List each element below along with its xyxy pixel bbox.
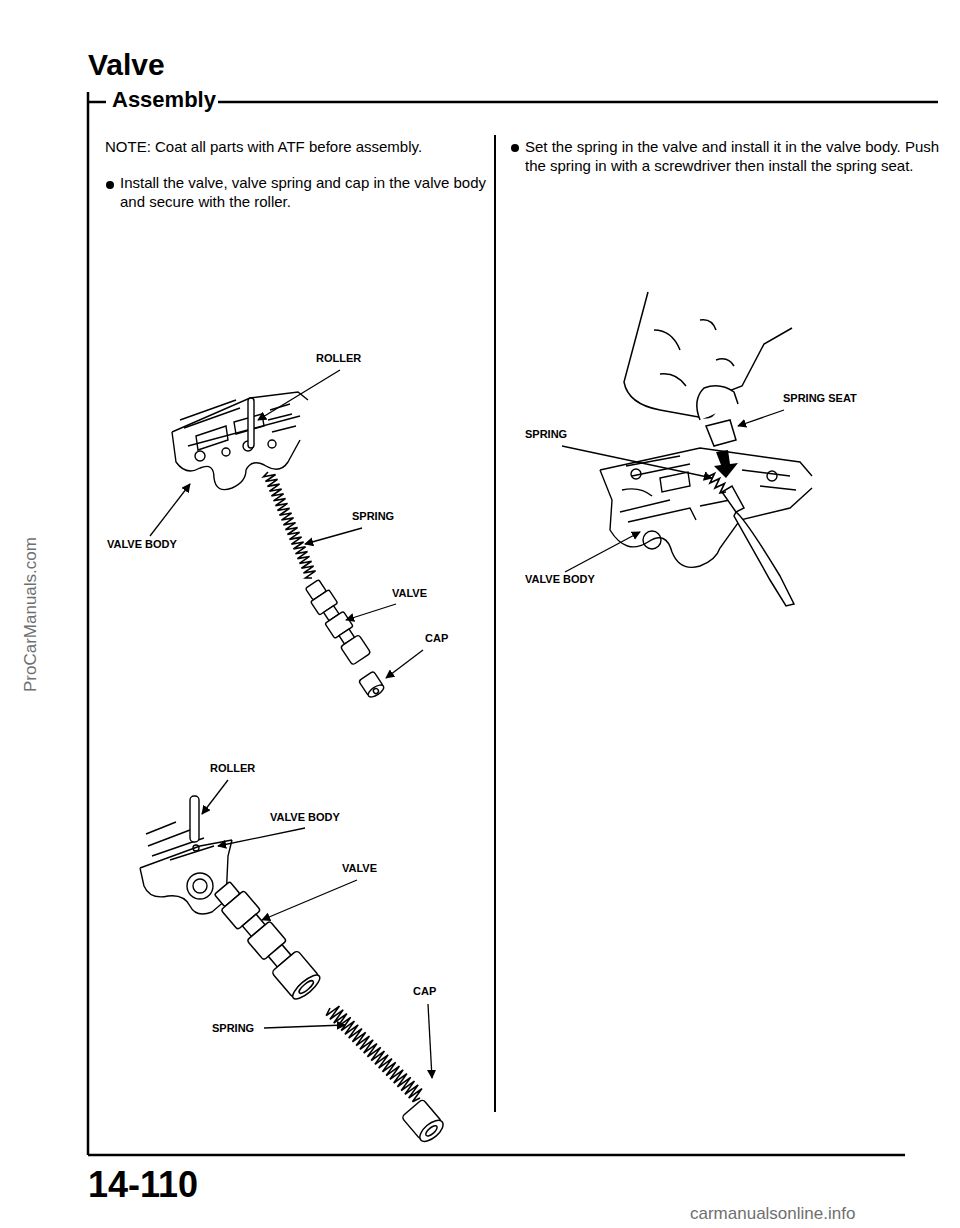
part-name: SPRING — [212, 1022, 254, 1036]
roller-pin — [190, 796, 199, 842]
push-arrow — [714, 450, 738, 478]
part-name: VALVE — [392, 587, 427, 601]
part-name: VALVE BODY — [107, 538, 177, 552]
instruction-text: Set the spring in the valve and install … — [525, 138, 940, 176]
part-name: CAP — [425, 632, 448, 646]
part-name: ROLLER — [316, 352, 361, 366]
coil-spring — [263, 472, 315, 578]
cap — [358, 671, 385, 699]
page-number: 14-110 — [88, 1162, 198, 1207]
instruction-text: Install the valve, valve spring and cap … — [120, 174, 492, 212]
part-name: VALVE — [342, 862, 377, 876]
coil-spring — [326, 1006, 422, 1102]
cap — [401, 1099, 446, 1145]
valve-body-drawing — [600, 448, 812, 567]
valve-spool — [209, 877, 323, 1003]
spring-seat — [706, 420, 736, 446]
part-name: SPRING — [352, 510, 394, 524]
watermark: carmanualsonline.info — [690, 1203, 855, 1224]
part-name: SPRING SEAT — [783, 392, 857, 406]
roller-pin — [248, 398, 254, 448]
valve-spool — [303, 578, 371, 665]
watermark: ProCarManuals.com — [20, 538, 41, 693]
screwdriver — [722, 486, 794, 606]
part-name: CAP — [413, 985, 436, 999]
page-title: Valve — [88, 46, 165, 84]
section-heading: Assembly — [112, 86, 216, 114]
leader-line — [150, 370, 784, 1078]
coil-spring — [705, 472, 726, 493]
note-text: NOTE: Coat all parts with ATF before ass… — [105, 138, 485, 157]
part-name: VALVE BODY — [270, 811, 340, 825]
part-name: SPRING — [525, 428, 567, 442]
valve-body-drawing — [140, 822, 232, 914]
valve-body-drawing — [172, 392, 308, 490]
hand — [624, 292, 792, 420]
page-frame — [88, 92, 938, 1155]
part-name: VALVE BODY — [525, 573, 595, 587]
part-name: ROLLER — [210, 762, 255, 776]
